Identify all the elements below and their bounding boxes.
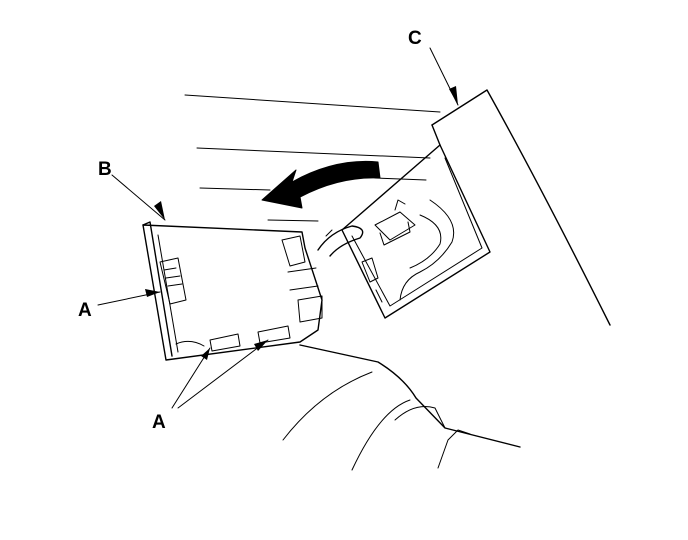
part-c-side-panel: [341, 89, 611, 326]
leader-a-left-arrowhead: [145, 289, 160, 297]
wire-clip-detail: [317, 225, 364, 257]
leader-a-bottom-2: [177, 339, 269, 409]
part-b-removed-panel: [142, 221, 323, 361]
leader-c-arrowhead: [449, 86, 458, 105]
leader-b: [111, 174, 166, 221]
callout-a-bottom: A: [152, 412, 166, 433]
leader-a-bottom-1: [171, 347, 211, 409]
leader-a-bottom-2-arrowhead: [254, 340, 268, 351]
leader-b-arrowhead: [154, 201, 165, 220]
callout-c: C: [408, 28, 422, 49]
dashboard-contour-lines: [184, 94, 441, 222]
leader-lines: [97, 47, 459, 409]
callout-a-left: A: [78, 300, 92, 321]
callout-b: B: [98, 159, 112, 180]
leader-a-bottom-1-arrowhead: [201, 348, 210, 360]
removal-direction-arrow: [261, 160, 381, 209]
lower-console-body: [282, 344, 521, 471]
